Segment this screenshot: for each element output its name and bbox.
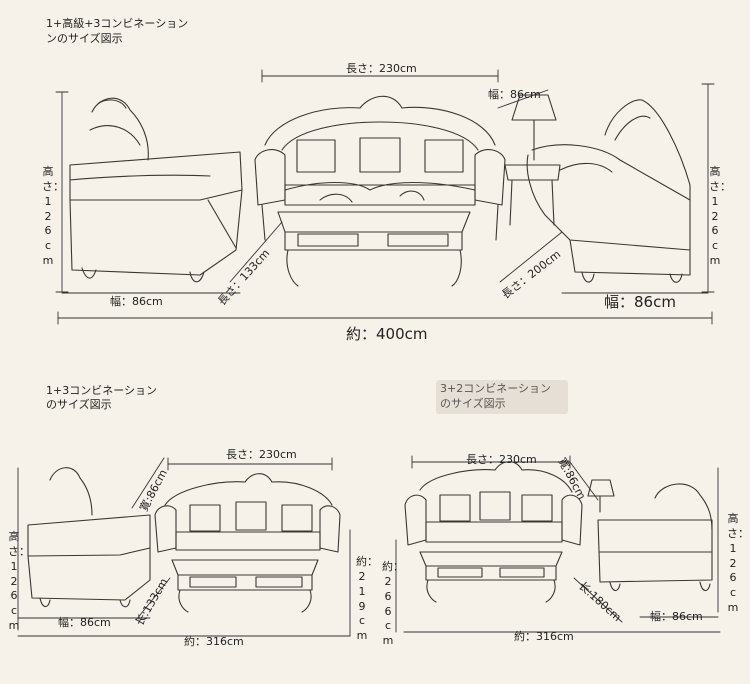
right-diag-line xyxy=(573,577,623,623)
top-chaise-diag-line xyxy=(499,231,563,283)
top-height-right-label: 高さ：126cm xyxy=(709,165,731,268)
top-height-left-label: 高さ：126cm xyxy=(42,165,64,268)
top-length-label: 長さ：230cm xyxy=(346,62,417,75)
left-total-label: 約：316cm xyxy=(184,635,244,648)
coffee-table-top xyxy=(277,190,471,287)
right-length-label: 長さ：230cm xyxy=(466,453,537,466)
right-title: 3+2コンビネーション xyxy=(440,382,551,395)
armchair-left-top xyxy=(69,97,243,283)
left-diag-line xyxy=(135,577,171,621)
right-approx-v-label: 約：266cm xyxy=(382,560,404,648)
title-smudge xyxy=(436,380,568,414)
sofa-bottom-left xyxy=(154,473,341,553)
right-width-diag-line xyxy=(569,461,599,501)
top-width-small-label: 幅：86cm xyxy=(488,88,541,101)
left-title: 1+3コンビネーション xyxy=(46,384,157,397)
coffee-table-bottom-left xyxy=(171,559,319,613)
top-title: 1+高級+3コンビネーション xyxy=(46,17,189,30)
top-width-left-label: 幅：86cm xyxy=(110,295,163,308)
left-subtitle: のサイズ図示 xyxy=(46,398,112,411)
armchair-bottom-left xyxy=(27,467,151,608)
top-width-right-label: 幅：86cm xyxy=(604,293,676,311)
left-length-label: 長さ：230cm xyxy=(226,448,297,461)
loveseat-bottom-right xyxy=(587,479,713,592)
right-width-label: 幅：86cm xyxy=(650,610,703,623)
chaise-lounge-top xyxy=(526,99,691,283)
left-height-label: 高さ：126cm xyxy=(8,530,30,633)
right-total-label: 約：316cm xyxy=(514,630,574,643)
sofa-bottom-right xyxy=(404,461,583,546)
left-width-label: 幅：86cm xyxy=(58,616,111,629)
top-table-diag-line xyxy=(229,221,283,283)
right-height-label: 高さ：126cm xyxy=(727,512,749,615)
coffee-table-bottom-right xyxy=(419,551,563,603)
lamp-side-table-top xyxy=(504,94,561,226)
left-approx-v-label: 約：219cm xyxy=(356,555,378,643)
left-width-diag-line xyxy=(131,457,165,509)
top-total-label: 約：400cm xyxy=(346,325,428,343)
top-width-small-line xyxy=(497,89,549,109)
sofa-three-seat-top xyxy=(254,95,506,241)
top-subtitle: ンのサイズ図示 xyxy=(46,32,123,45)
right-subtitle: のサイズ図示 xyxy=(440,397,506,410)
